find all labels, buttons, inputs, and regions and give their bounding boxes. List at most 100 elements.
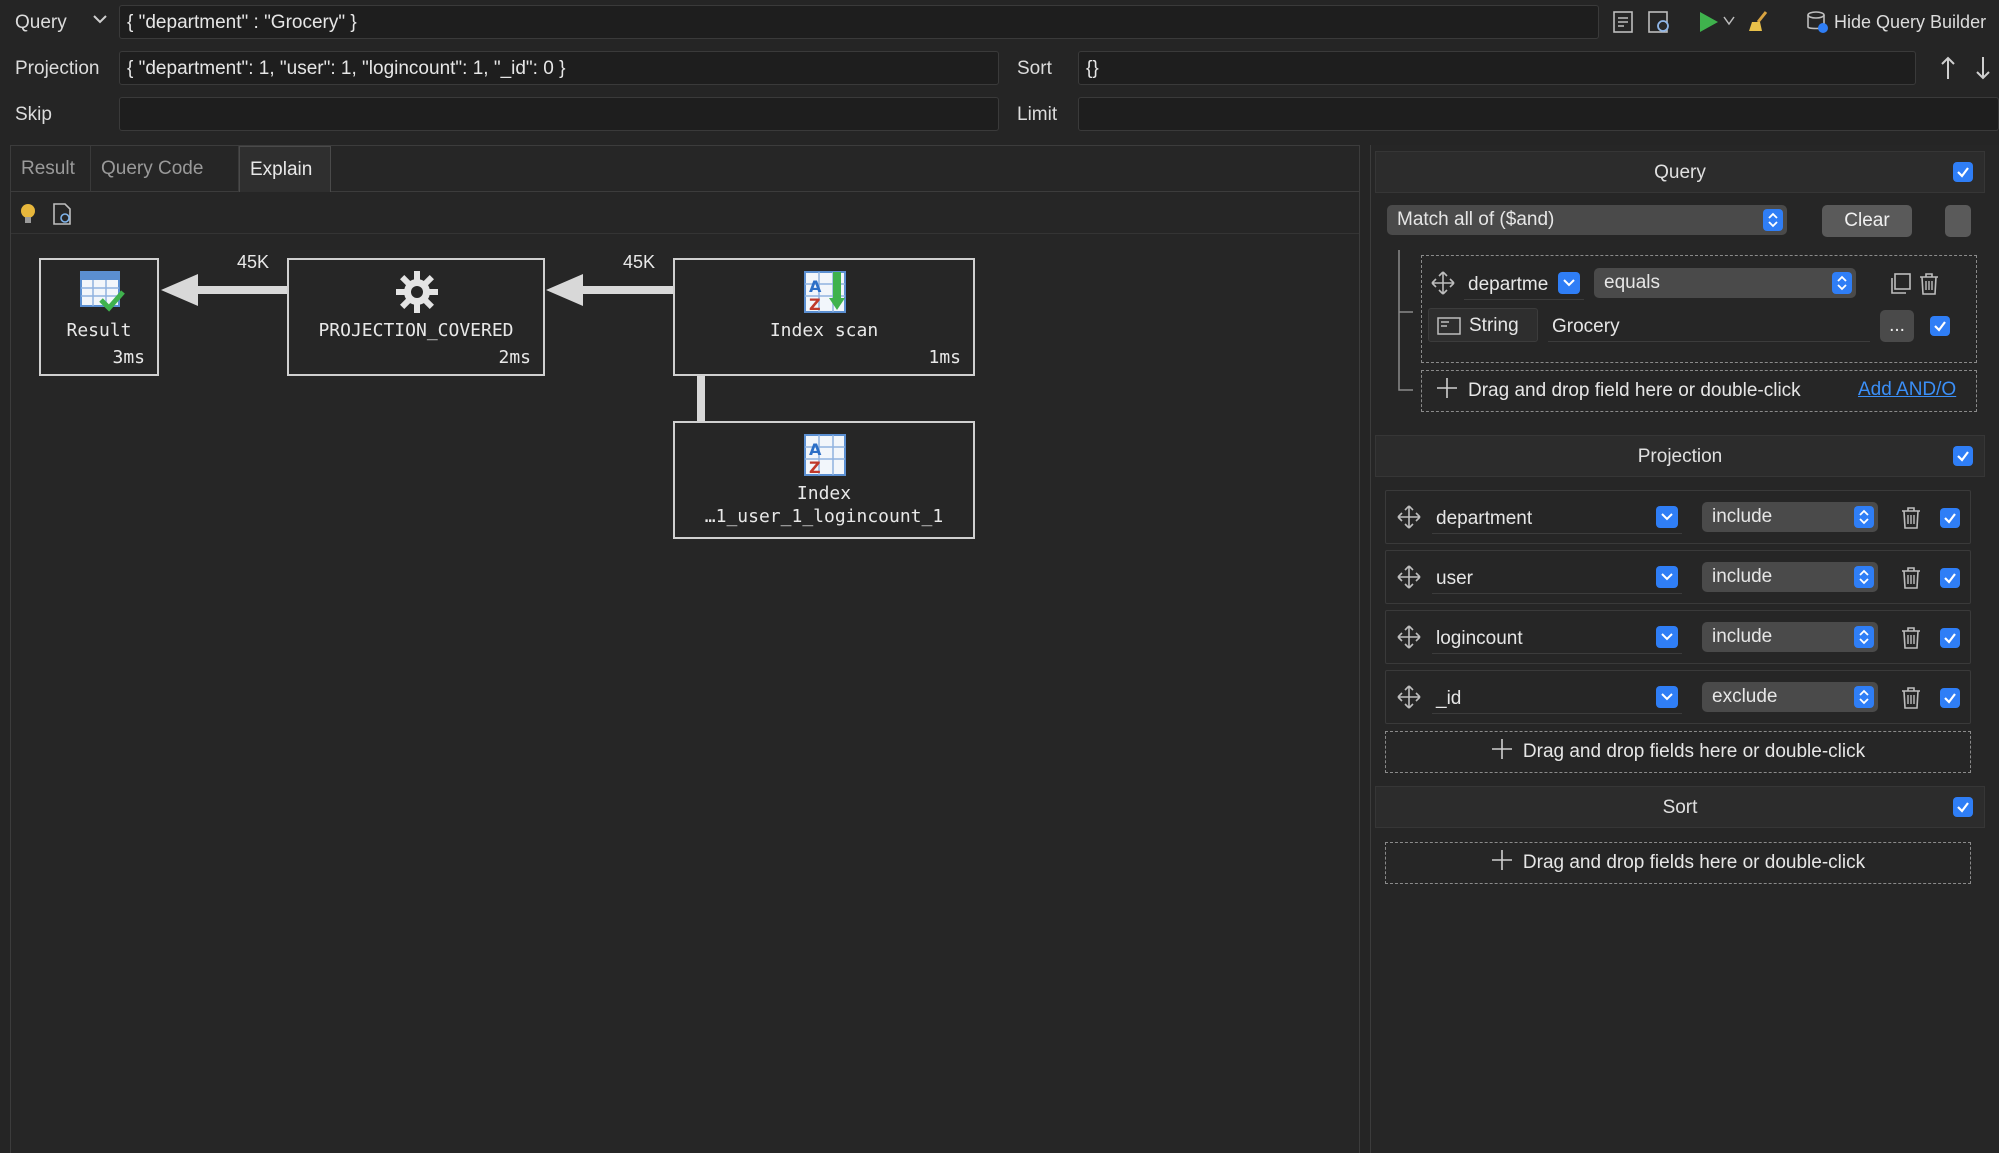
projection-input[interactable]: { "department": 1, "user": 1, "logincoun… bbox=[119, 51, 999, 85]
projection-field-checkbox[interactable] bbox=[1940, 628, 1960, 648]
results-tabs: Result Query Code Explain bbox=[11, 146, 1359, 192]
condition-operator-select[interactable]: equals bbox=[1594, 268, 1856, 298]
projection-field-select[interactable]: _id bbox=[1432, 682, 1682, 714]
chevron-down-icon[interactable] bbox=[1656, 626, 1678, 648]
explain-node-index[interactable]: AZ Index …1_user_1_logincount_1 bbox=[673, 421, 975, 539]
add-and-or-link[interactable]: Add AND/O bbox=[1858, 379, 1968, 401]
delete-field-icon[interactable] bbox=[1900, 566, 1922, 596]
skip-label: Skip bbox=[15, 104, 52, 126]
condition-operator-value: equals bbox=[1604, 272, 1660, 293]
tab-result[interactable]: Result bbox=[11, 146, 91, 192]
tab-query-code[interactable]: Query Code bbox=[91, 146, 239, 192]
delete-condition-icon[interactable] bbox=[1918, 272, 1940, 302]
query-label: Query bbox=[15, 12, 67, 34]
delete-field-icon[interactable] bbox=[1900, 686, 1922, 716]
svg-text:Z: Z bbox=[809, 295, 821, 314]
clear-query-broom-icon[interactable] bbox=[1745, 8, 1773, 36]
skip-input[interactable] bbox=[119, 97, 999, 131]
projection-field-checkbox[interactable] bbox=[1940, 688, 1960, 708]
sort-section-checkbox[interactable] bbox=[1953, 797, 1973, 817]
value-more-button[interactable]: ... bbox=[1880, 310, 1914, 342]
gear-icon bbox=[393, 268, 441, 322]
index-table-icon: AZ bbox=[803, 433, 849, 485]
sort-input[interactable]: {} bbox=[1078, 51, 1916, 85]
projection-row-department: department include bbox=[1385, 490, 1971, 544]
explain-node-projection[interactable]: PROJECTION_COVERED 2ms bbox=[287, 258, 545, 376]
chevron-down-icon[interactable] bbox=[1656, 566, 1678, 588]
drag-handle-icon[interactable] bbox=[1430, 270, 1456, 302]
projection-field-checkbox[interactable] bbox=[1940, 568, 1960, 588]
overflow-button[interactable] bbox=[1945, 205, 1971, 237]
projection-mode-select[interactable]: exclude bbox=[1702, 682, 1878, 712]
plus-icon bbox=[1436, 377, 1458, 405]
query-input[interactable]: { "department" : "Grocery" } bbox=[119, 5, 1599, 39]
projection-mode-select[interactable]: include bbox=[1702, 622, 1878, 652]
tab-explain[interactable]: Explain bbox=[239, 146, 331, 192]
query-section-header: Query bbox=[1375, 151, 1985, 193]
projection-mode-value: include bbox=[1712, 506, 1772, 527]
chevron-down-icon[interactable] bbox=[1558, 272, 1580, 294]
updown-chevron-icon bbox=[1854, 566, 1874, 588]
match-mode-select[interactable]: Match all of ($and) bbox=[1387, 205, 1787, 235]
projection-field-select[interactable]: department bbox=[1432, 502, 1682, 534]
projection-mode-value: include bbox=[1712, 626, 1772, 647]
sort-descending-icon[interactable] bbox=[1972, 54, 1994, 82]
format-query-icon[interactable] bbox=[1610, 8, 1636, 36]
query-section-checkbox[interactable] bbox=[1953, 162, 1973, 182]
limit-input[interactable] bbox=[1078, 97, 1999, 131]
projection-field-select[interactable]: logincount bbox=[1432, 622, 1682, 654]
condition-enabled-checkbox[interactable] bbox=[1930, 316, 1950, 336]
sort-ascending-icon[interactable] bbox=[1937, 54, 1959, 82]
run-options-chevron-icon[interactable] bbox=[1722, 14, 1736, 28]
node-projection-time: 2ms bbox=[498, 347, 531, 368]
projection-mode-select[interactable]: include bbox=[1702, 502, 1878, 532]
sort-drop-hint: Drag and drop fields here or double-clic… bbox=[1523, 852, 1865, 874]
drag-handle-icon[interactable] bbox=[1396, 564, 1422, 596]
query-drop-hint: Drag and drop field here or double-click bbox=[1468, 380, 1801, 402]
chevron-down-icon[interactable] bbox=[1656, 506, 1678, 528]
query-row: Query { "department" : "Grocery" } Hide … bbox=[0, 0, 1999, 46]
node-scan-label: Index scan bbox=[675, 320, 973, 341]
query-builder-icon[interactable] bbox=[1803, 8, 1831, 36]
projection-field-select[interactable]: user bbox=[1432, 562, 1682, 594]
node-result-label: Result bbox=[41, 320, 157, 341]
updown-chevron-icon bbox=[1763, 209, 1783, 231]
projection-field-value: user bbox=[1436, 568, 1473, 589]
updown-chevron-icon bbox=[1854, 626, 1874, 648]
explain-export-icon[interactable] bbox=[49, 201, 75, 227]
value-type-button[interactable]: String bbox=[1428, 308, 1538, 342]
duplicate-condition-icon[interactable] bbox=[1888, 272, 1912, 302]
clear-button[interactable]: Clear bbox=[1822, 205, 1912, 237]
results-pane: Result Query Code Explain 45K 45K Result… bbox=[10, 145, 1360, 1153]
hide-query-builder-button[interactable]: Hide Query Builder bbox=[1834, 12, 1986, 33]
projection-mode-value: include bbox=[1712, 566, 1772, 587]
projection-mode-select[interactable]: include bbox=[1702, 562, 1878, 592]
plus-icon bbox=[1491, 849, 1513, 877]
drag-handle-icon[interactable] bbox=[1396, 624, 1422, 656]
projection-row-logincount: logincount include bbox=[1385, 610, 1971, 664]
explain-node-result[interactable]: Result 3ms bbox=[39, 258, 159, 376]
projection-section-checkbox[interactable] bbox=[1953, 446, 1973, 466]
condition-row: departme equals String Grocery ... bbox=[1421, 255, 1977, 363]
query-history-dropdown-icon[interactable] bbox=[92, 12, 108, 30]
explain-node-index-scan[interactable]: AZ Index scan 1ms bbox=[673, 258, 975, 376]
projection-drop-zone[interactable]: Drag and drop fields here or double-clic… bbox=[1385, 731, 1971, 773]
drag-handle-icon[interactable] bbox=[1396, 684, 1422, 716]
run-query-icon[interactable] bbox=[1695, 8, 1721, 36]
string-type-icon bbox=[1437, 317, 1461, 341]
updown-chevron-icon bbox=[1832, 272, 1852, 294]
sort-drop-zone[interactable]: Drag and drop fields here or double-clic… bbox=[1385, 842, 1971, 884]
condition-value-input[interactable]: Grocery bbox=[1548, 310, 1870, 342]
lightbulb-hint-icon[interactable] bbox=[16, 201, 40, 227]
delete-field-icon[interactable] bbox=[1900, 506, 1922, 536]
query-settings-icon[interactable] bbox=[1645, 8, 1673, 36]
node-result-time: 3ms bbox=[112, 347, 145, 368]
edge-label-projection-to-result: 45K bbox=[237, 252, 269, 273]
delete-field-icon[interactable] bbox=[1900, 626, 1922, 656]
svg-text:A: A bbox=[809, 440, 822, 459]
chevron-down-icon[interactable] bbox=[1656, 686, 1678, 708]
condition-field-value: departme bbox=[1468, 274, 1548, 295]
node-projection-label: PROJECTION_COVERED bbox=[289, 320, 543, 341]
projection-field-checkbox[interactable] bbox=[1940, 508, 1960, 528]
drag-handle-icon[interactable] bbox=[1396, 504, 1422, 536]
